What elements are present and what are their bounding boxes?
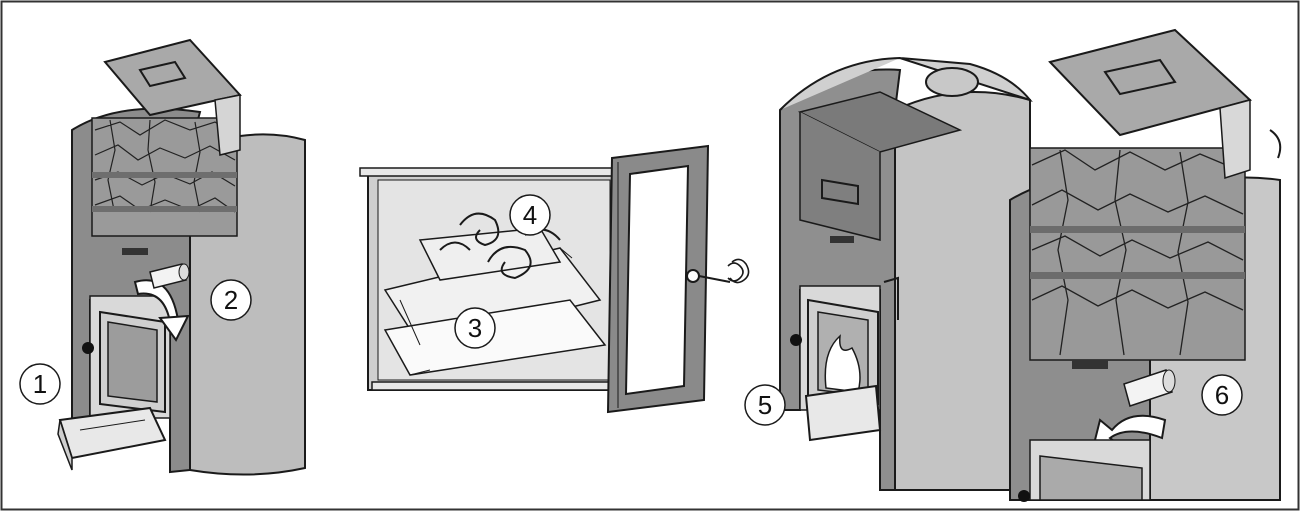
- spring-icon: [727, 258, 750, 284]
- flame-icon: [824, 334, 861, 393]
- step-number-2: 2: [224, 285, 238, 315]
- firewood-right: [1123, 369, 1176, 407]
- sauna-stones-right: [1029, 147, 1246, 361]
- firebox-interior: [359, 144, 750, 414]
- step-number-3: 3: [468, 313, 482, 343]
- door-knob-middle: [790, 334, 802, 346]
- step-callout-1: 1: [19, 363, 61, 405]
- firebox-door-open: [606, 144, 710, 414]
- step-callout-3: 3: [454, 307, 496, 349]
- curved-arrow-icon: [133, 279, 190, 342]
- heater-right: [1009, 28, 1282, 502]
- firebox-door-icon: [99, 310, 166, 414]
- lid-logo: [821, 178, 859, 206]
- door-handle-icon: [686, 269, 731, 283]
- step-number-1: 1: [33, 369, 47, 399]
- ash-drawer-icon: [57, 406, 167, 471]
- step-callout-5: 5: [744, 384, 786, 426]
- step-callout-2: 2: [210, 279, 252, 321]
- door-knob: [82, 342, 94, 354]
- step-number-4: 4: [523, 200, 537, 230]
- step-callout-6: 6: [1201, 374, 1243, 416]
- heater-lid-icon: [103, 38, 242, 156]
- step-callout-4: 4: [509, 194, 551, 236]
- door-knob-right: [1018, 490, 1030, 502]
- heater-lid-right: [1048, 28, 1282, 180]
- firewood-icon: [149, 263, 190, 289]
- step-number-6: 6: [1215, 380, 1229, 410]
- firewood-logs: [383, 227, 607, 376]
- top-vent: [925, 67, 979, 97]
- ash-drawer-middle: [804, 384, 882, 442]
- sauna-stones-icon: [91, 117, 238, 237]
- heater-middle: [779, 56, 1033, 491]
- brand-plate-middle: [830, 236, 854, 243]
- brand-plate: [122, 248, 148, 255]
- step-number-5: 5: [758, 390, 772, 420]
- brand-plate-right: [1072, 360, 1108, 369]
